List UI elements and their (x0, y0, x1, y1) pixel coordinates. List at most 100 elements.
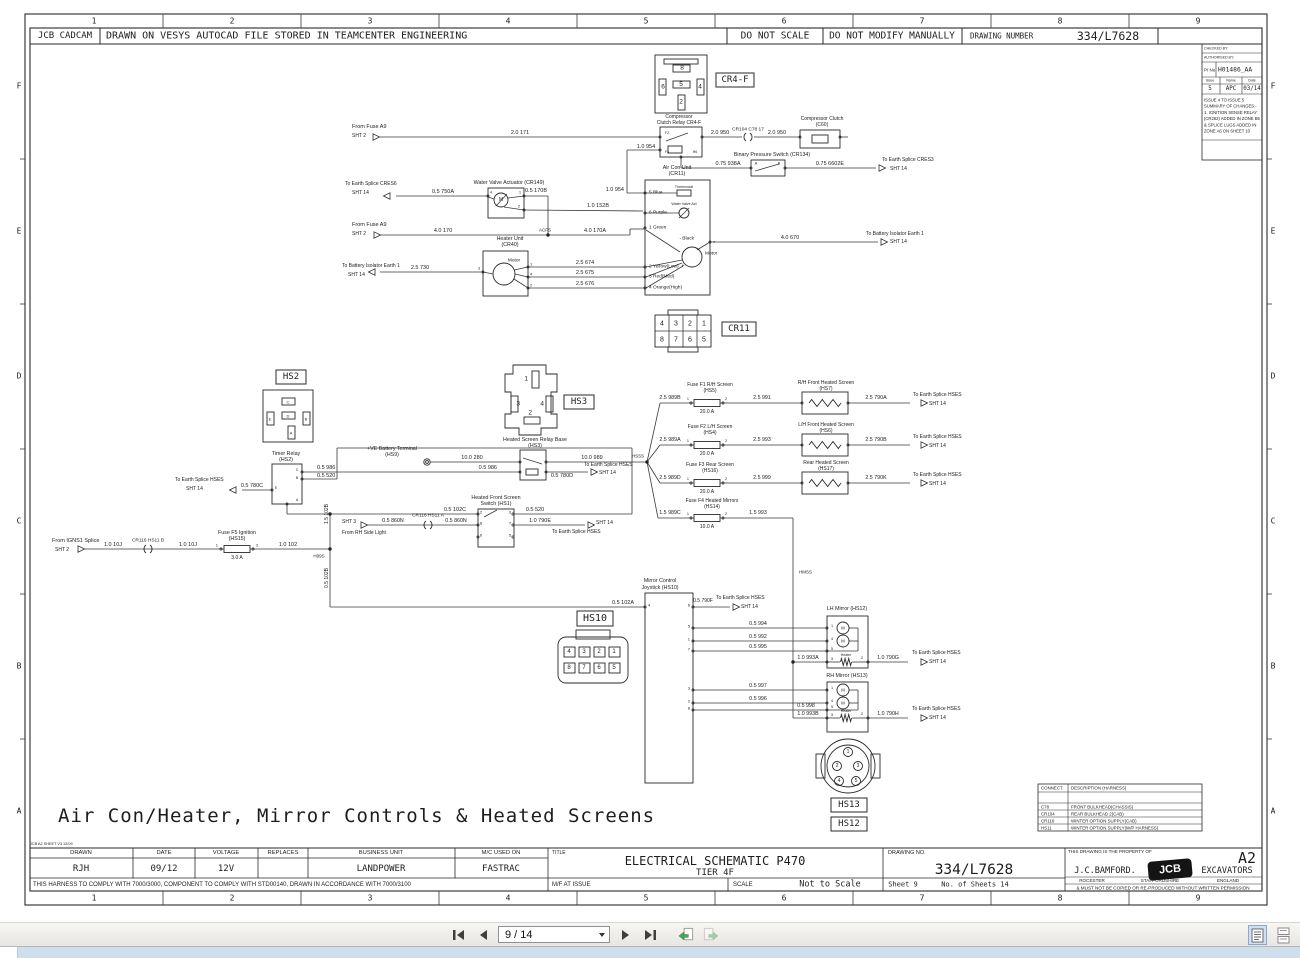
label: 1 (92, 894, 97, 903)
label: 7 (920, 17, 925, 26)
label: 4 (567, 649, 571, 655)
last-page-button[interactable] (641, 926, 658, 943)
label: 2 (688, 321, 692, 328)
label: TIER 4F (696, 868, 734, 878)
first-page-button[interactable] (450, 926, 467, 943)
label: 2 (597, 649, 601, 655)
label: 0.5 860N (382, 518, 404, 524)
label: 20.0 A (700, 409, 715, 415)
label: 6 (661, 84, 665, 91)
label: SHT 2 (55, 547, 69, 553)
label: (CR11) (669, 171, 686, 177)
label: Switch (HS1) (481, 501, 512, 507)
label: Fuse F2 L/H Screen (688, 424, 733, 430)
label: 1.0 993B (797, 711, 819, 717)
label: 4.0 170A (584, 228, 606, 234)
label: 5 (1208, 86, 1212, 92)
label: 2 (861, 712, 863, 716)
label: D (17, 372, 22, 381)
label: 2 (518, 204, 521, 209)
label: 2 (725, 477, 727, 481)
label: BUSINESS UNIT (359, 850, 404, 856)
label: 8 (680, 65, 684, 72)
label: ENGLAND (1217, 878, 1240, 883)
next-view-button[interactable] (702, 926, 719, 943)
label: 0.5 860N (445, 518, 467, 524)
single-page-view-button[interactable] (1248, 925, 1267, 945)
label: Motor (705, 251, 718, 257)
label: SHT 2 (352, 133, 366, 139)
jcb-logo: JCB (1147, 858, 1193, 881)
label: 3 (368, 17, 373, 26)
label: E (275, 486, 278, 490)
label: 2.5 674 (576, 260, 594, 266)
label: 7 (674, 337, 678, 344)
label: C (1271, 517, 1276, 526)
label: DRAWN (70, 850, 92, 856)
label: HS11 (1041, 825, 1052, 830)
continuous-scroll-view-button[interactable] (1274, 925, 1293, 945)
status-bar (0, 947, 1300, 958)
label: Heater (841, 653, 852, 657)
label: A2 (1238, 849, 1256, 867)
label: 1 (688, 637, 691, 642)
label: 2.5 790A (865, 395, 887, 401)
label: AUTHORISED BY: (1204, 56, 1234, 60)
label: Compressor Clutch (801, 116, 844, 122)
label: EXCAVATORS (1201, 866, 1252, 876)
label: Thermostat (675, 185, 693, 189)
label: 1 (847, 749, 850, 755)
label: A (755, 161, 758, 166)
label: 2 (530, 283, 533, 288)
label: 2 (230, 894, 235, 903)
label: (C60) (816, 122, 829, 128)
label: 3 (674, 321, 678, 328)
label: THIS HARNESS TO COMPLY WITH 7000/3000, C… (33, 882, 412, 888)
label: 0.5 750A (432, 189, 454, 195)
label: 5 (831, 705, 833, 709)
label: To Battery Isolator Earth 1 (866, 231, 924, 237)
label: 2 (679, 99, 683, 106)
label: 10.0 A (700, 524, 715, 530)
page-number-field[interactable]: 9 / 14 (498, 926, 610, 943)
label: SHT 14 (929, 401, 946, 407)
label: LANDPOWER (357, 864, 406, 874)
label: HSSS (632, 454, 644, 459)
previous-view-button[interactable] (678, 926, 695, 943)
previous-page-button[interactable] (474, 926, 491, 943)
next-view-icon (703, 927, 719, 940)
page-view-controls (1248, 925, 1293, 945)
label: 2 (480, 510, 483, 515)
label: 2.5 989B (659, 395, 681, 401)
label: 5 (702, 337, 706, 344)
label: 2.0 950 (711, 130, 729, 136)
label: (HS6) (819, 428, 832, 434)
label: 2 (725, 512, 727, 516)
label: 2.5 993 (753, 437, 771, 443)
label: DATE (156, 850, 171, 856)
label: Fuse F3 Rear Screen (686, 462, 734, 468)
label: HMSS (799, 570, 812, 575)
label: 1 (519, 190, 522, 195)
label: M (841, 688, 845, 693)
label: 2 Yellow(Low) (649, 264, 679, 270)
component-boxes (262, 54, 881, 784)
label: To Earth Splice HSES (175, 477, 224, 483)
next-page-button[interactable] (617, 926, 634, 943)
label: 5 (855, 778, 858, 784)
label: 2 (861, 656, 863, 660)
label: CR116 HS11 A (412, 513, 445, 519)
fuse-symbols (223, 399, 721, 553)
label: 2.5 991 (753, 395, 771, 401)
label: 0.5 986 (317, 465, 335, 471)
label: REPLACES (268, 850, 299, 856)
label: 334/L7628 (1077, 29, 1139, 43)
label: 03/14 (1243, 86, 1261, 92)
label: To Earth Splice HSES (912, 706, 961, 712)
label: No. of Sheets 14 (941, 881, 1008, 889)
page-dropdown-caret-icon[interactable] (599, 933, 605, 937)
label: (HS4) (703, 430, 716, 436)
label: 2 (528, 410, 532, 417)
label: 6 (782, 894, 787, 903)
